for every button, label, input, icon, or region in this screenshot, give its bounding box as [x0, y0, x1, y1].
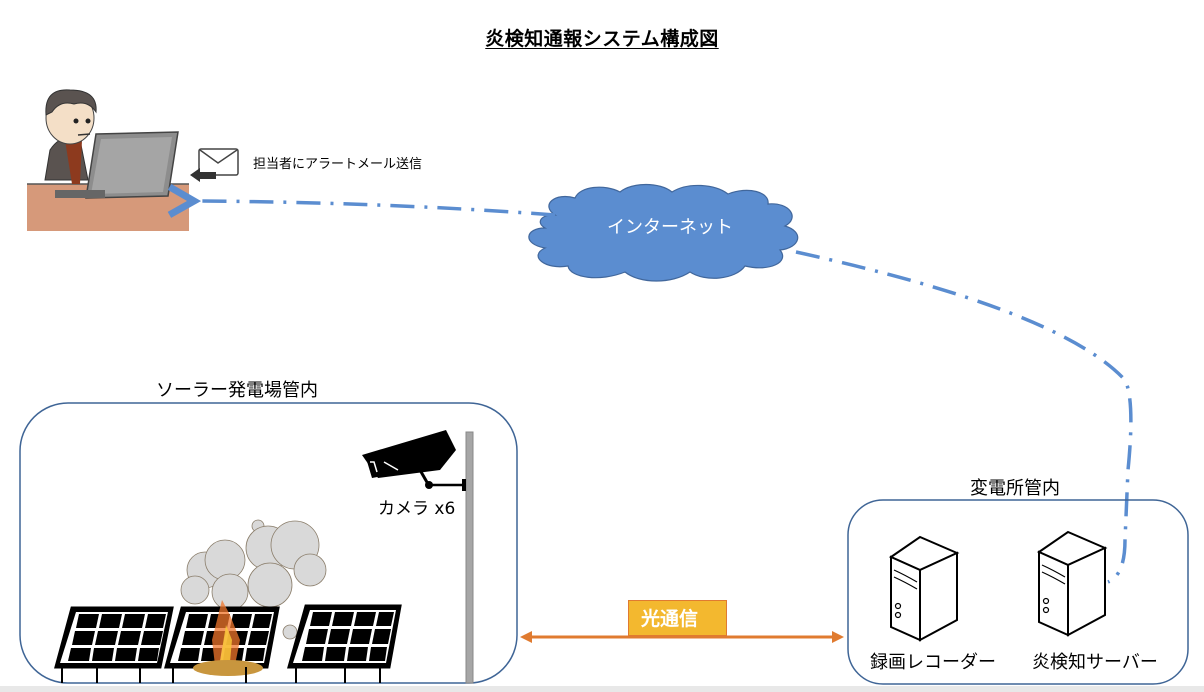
camera-pole [465, 431, 474, 684]
solar-area-label: ソーラー発電場管内 [156, 380, 318, 401]
internet-to-server-link [795, 250, 1133, 584]
flame-server-label: 炎検知サーバー [1032, 652, 1158, 673]
diagram-title: 炎検知通報システム構成図 [485, 28, 719, 50]
solar-panel-icon [54, 606, 174, 683]
user-at-laptop-icon [27, 89, 189, 231]
solar-panel-icon [287, 604, 402, 683]
bottom-border [0, 686, 1204, 692]
send-arrow-icon [190, 168, 216, 182]
security-camera-icon [362, 430, 466, 491]
flame-detection-server-icon [1036, 530, 1108, 637]
internet-to-user-link [194, 201, 556, 215]
alert-mail-label: 担当者にアラートメール送信 [253, 157, 423, 172]
internet-label: インターネット [607, 217, 733, 238]
solar-area-box [19, 402, 518, 684]
substation-area-label: 変電所管内 [970, 478, 1060, 499]
burning-solar-panel-icon [164, 600, 280, 683]
substation-area-box [847, 499, 1189, 685]
recorder-label: 録画レコーダー [870, 652, 996, 673]
envelope-icon [198, 148, 239, 176]
internet-cloud-icon [528, 183, 799, 282]
recorder-server-icon [888, 535, 960, 642]
optical-link-badge: 光通信 [628, 600, 727, 636]
camera-label: カメラ x6 [378, 499, 456, 519]
smoke-icon [180, 519, 327, 640]
optical-link [520, 631, 844, 643]
